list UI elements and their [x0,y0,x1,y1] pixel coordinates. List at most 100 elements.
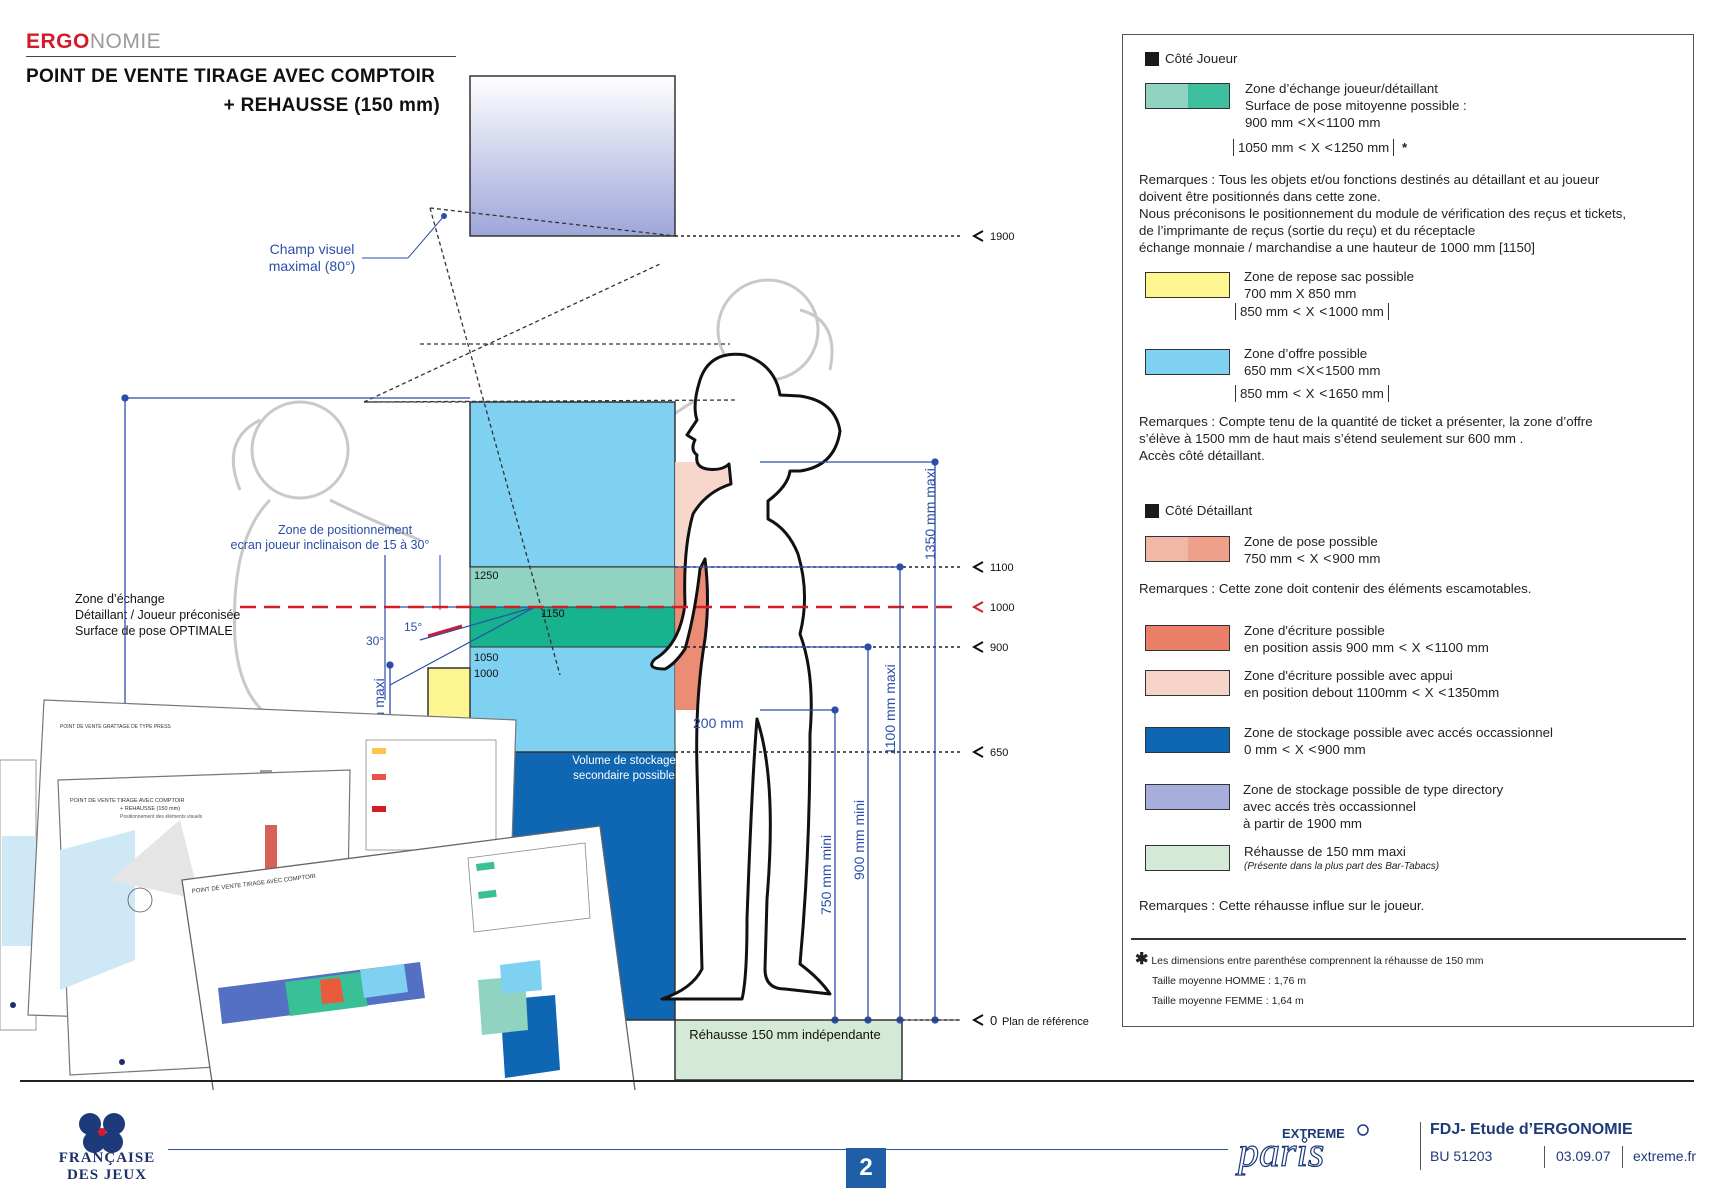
fdj-clover-logo [79,1113,125,1153]
rehausse-legend: Réhausse de 150 mm maxi (Présente dans l… [1244,844,1440,872]
svg-text:0: 0 [990,1013,997,1028]
zone-echange-label-1: Zone d’échange [75,592,165,606]
svg-text:Plan de référence: Plan de référence [1002,1016,1089,1028]
brand-nomie: NOMIE [89,30,162,53]
exchange-range1: 900 mm <X<1100 mm [1245,114,1381,130]
exchange-zone-lower [469,606,676,648]
legend-panel: Côté Joueur Zone d’échange joueur/détail… [1122,34,1694,1027]
ergonomic-diagram: Champ visuel maximal (80°) Zone de posit… [0,75,1089,1090]
remarks-pose: Remarques : Cette zone doit contenir des… [1139,581,1532,596]
level-marker-650: 650 [971,746,1008,759]
writing-legend: Zone d'écriture possible en position ass… [1244,623,1489,655]
remarks-rehausse: Remarques : Cette réhausse influe sur le… [1139,898,1425,913]
page-title: POINT DE VENTE TIRAGE AVEC COMPTOIR [26,66,436,87]
level-1050-label: 1050 [474,652,498,664]
bag-legend: Zone de repose sac possible 700 mm X 850… [1244,269,1415,301]
storage-swatch [1145,727,1230,753]
dimension-1100-label: 1100 mm maxi [882,664,898,755]
svg-text:1000: 1000 [990,602,1014,614]
remarks-exchange: Remarques : Tous les objets et/ou foncti… [1139,172,1627,255]
page-subtitle: + REHAUSSE (150 mm) [223,95,440,116]
footer-date: 03.09.07 [1556,1148,1611,1164]
offer-swatch [1145,349,1230,375]
section-marker [1145,52,1159,66]
zone-echange-label-2: Détaillant / Joueur préconisée [75,608,240,622]
svg-text:900: 900 [990,642,1008,654]
svg-text:+ REHAUSSE (150 mm): + REHAUSSE (150 mm) [120,806,180,812]
svg-text:Positionnement des éléments vi: Positionnement des éléments visuels [120,814,203,820]
level-1150-label: 1150 [541,608,565,620]
offer-zone [469,401,676,568]
screen-element [427,624,463,638]
thumbnail-page-4: POINT DE VENTE TIRAGE AVEC COMPTOIR [181,825,636,1090]
writing-support-legend: Zone d'écriture possible avec appui en p… [1244,668,1500,700]
brand-ergonomie: ERGONOMIE [26,30,161,54]
section-cote-joueur: Côté Joueur [1165,51,1238,66]
level-marker-1100: 1100 [971,561,1014,574]
rehausse-zone [674,1019,903,1081]
svg-text:1100: 1100 [990,562,1014,574]
directory-swatch [1145,784,1230,810]
pose-swatch [1145,536,1230,562]
directory-box [469,75,676,237]
pose-legend: Zone de pose possible 750 mm < X <900 mm [1244,534,1381,566]
level-marker-1000: 1000 [971,601,1014,614]
svg-text:1900: 1900 [990,231,1014,243]
angle-15-label: 15° [404,620,422,634]
thumbnail-page-1 [0,759,37,1031]
writing-support-swatch [1145,670,1230,696]
storage-label-2: secondaire possible [573,770,675,782]
rehausse-label: Réhausse 150 mm indépendante [689,1027,881,1042]
dimension-750-label: 750 mm mini [818,835,834,915]
svg-text:POINT DE VENTE GRATTAGE DE TYP: POINT DE VENTE GRATTAGE DE TYPE PRESS [60,724,171,730]
thumbnail-logo-marks [10,1002,125,1065]
writing-swatch [1145,625,1230,651]
dimension-lines [121,394,939,1024]
extreme-paris-logo: EXTREME paris [1234,1124,1369,1176]
bag-range2: 850 mm < X <1000 mm [1235,303,1389,320]
zone-positionnement-label-1: Zone de positionnement [278,523,413,537]
level-marker-0: 0 Plan de référence [971,1013,1089,1028]
zone-echange-label-3: Surface de pose OPTIMALE [75,624,233,638]
exchange-zone-upper [469,566,676,608]
svg-text:paris: paris [1235,1130,1324,1176]
footer-project-title: FDJ- Etude d’ERGONOMIE [1430,1121,1633,1138]
svg-text:POINT DE VENTE TIRAGE AVEC COM: POINT DE VENTE TIRAGE AVEC COMPTOIR [70,798,185,804]
level-1250-label: 1250 [474,570,498,582]
exchange-range2: 1050 mm < X <1250 mm * [1233,139,1407,156]
dimension-1350-label: 1350 mm maxi [922,468,938,560]
fdj-wordmark: FRANÇAISE DES JEUX [58,1150,156,1183]
section-marker [1145,504,1159,518]
footer-rule [20,1080,1694,1082]
rehausse-swatch [1145,845,1230,871]
footer-blue-rule [168,1149,1228,1150]
star-mark: * [1401,140,1408,155]
header-rule [26,56,456,57]
exchange-legend: Zone d’échange joueur/détaillant Surface… [1245,80,1467,131]
champ-visuel-label-2: maximal (80°) [269,258,356,274]
storage-legend: Zone de stockage possible avec accés occ… [1244,725,1553,757]
svg-text:EXTREME: EXTREME [1282,1126,1345,1141]
brand-ergo: ERGO [26,30,90,53]
footer-divider [1544,1146,1545,1168]
remarks-offer: Remarques : Compte tenu de la quantité d… [1139,414,1593,463]
offer-range2: 850 mm < X <1650 mm [1235,385,1389,402]
footer-bu: BU 51203 [1430,1148,1493,1164]
dimension-900-label: 900 mm mini [851,800,867,880]
retailer-silhouette [650,352,842,1001]
storage-label-1: Volume de stockage [572,755,676,767]
angle-30-label: 30° [366,634,384,648]
directory-legend: Zone de stockage possible de type direct… [1243,782,1504,831]
footer-divider [1420,1122,1421,1170]
footer-divider [1622,1146,1623,1168]
footnotes: ✱ Les dimensions entre parenthése compre… [1135,951,1484,1007]
page-number: 2 [846,1148,886,1188]
offer-legend: Zone d’offre possible 650 mm <X<1500 mm [1244,346,1381,378]
level-1000-label: 1000 [474,668,498,680]
section-cote-detaillant: Côté Détaillant [1165,503,1253,518]
svg-text:650: 650 [990,747,1008,759]
footnote-star-icon: ✱ [1135,951,1149,968]
exchange-line2: Surface de pose mitoyenne possible : [1245,98,1467,113]
level-marker-1900: 1900 [971,230,1014,243]
champ-visuel-label-1: Champ visuel [270,241,355,257]
